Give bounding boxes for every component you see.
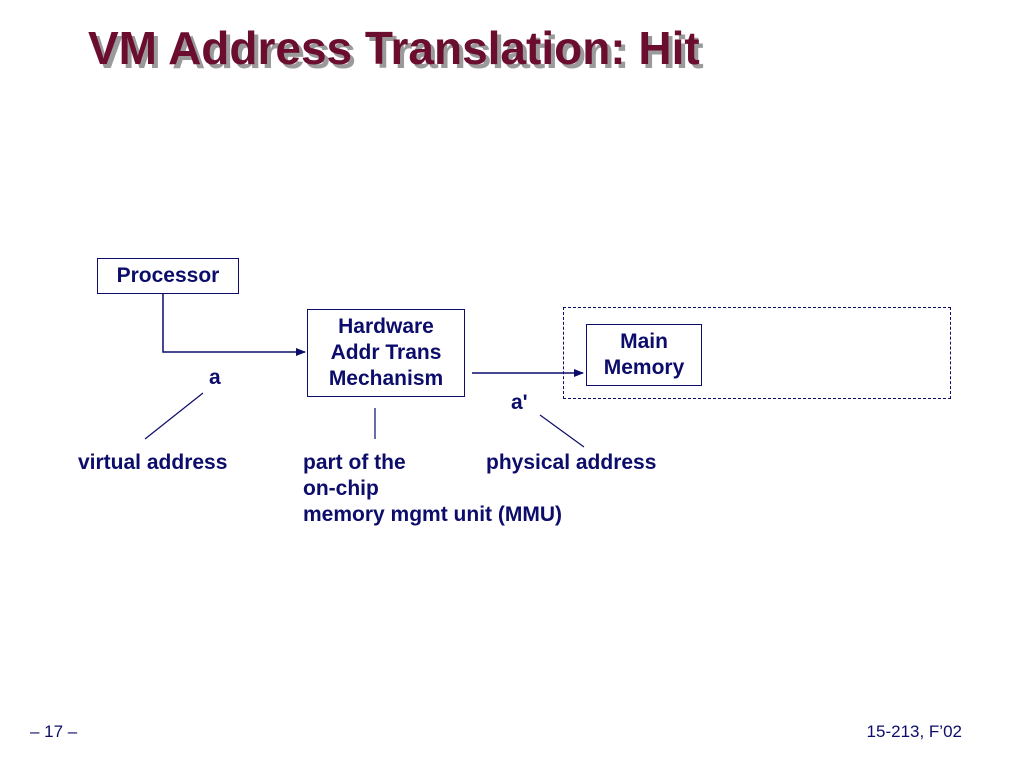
slide-title: VM Address Translation: Hit [88, 22, 700, 74]
physical-address-symbol: a' [511, 391, 528, 414]
processor-box: Processor [97, 258, 239, 294]
main-memory-label-line-2: Memory [603, 356, 685, 379]
main-memory-region [563, 307, 951, 399]
hw-label-line-1: Hardware [338, 315, 434, 338]
processor-label: Processor [116, 264, 220, 287]
footer-course-code: 15-213, F’02 [866, 722, 962, 741]
virtual-address-leader [144, 392, 204, 440]
virtual-address-symbol: a [209, 366, 221, 389]
mmu-note-line-2: on-chip [303, 477, 379, 500]
main-memory-label-line-1: Main [620, 330, 668, 353]
hw-addr-trans-box: Hardware Addr Trans Mechanism [307, 309, 465, 397]
mmu-note: part of the on-chip memory mgmt unit (MM… [303, 450, 562, 528]
hw-label-line-2: Addr Trans [330, 341, 442, 364]
physical-address-leader [539, 414, 585, 448]
physical-address-note: physical address [486, 451, 657, 474]
footer-page-number: – 17 – [30, 722, 78, 741]
hw-label-line-3: Mechanism [328, 367, 444, 390]
mmu-note-line-1: part of the [303, 451, 406, 474]
processor-to-mmu-arrow [162, 294, 306, 356]
main-memory-box: Main Memory [586, 324, 702, 386]
virtual-address-note: virtual address [78, 451, 228, 474]
mmu-note-line-3: memory mgmt unit (MMU) [303, 503, 562, 526]
